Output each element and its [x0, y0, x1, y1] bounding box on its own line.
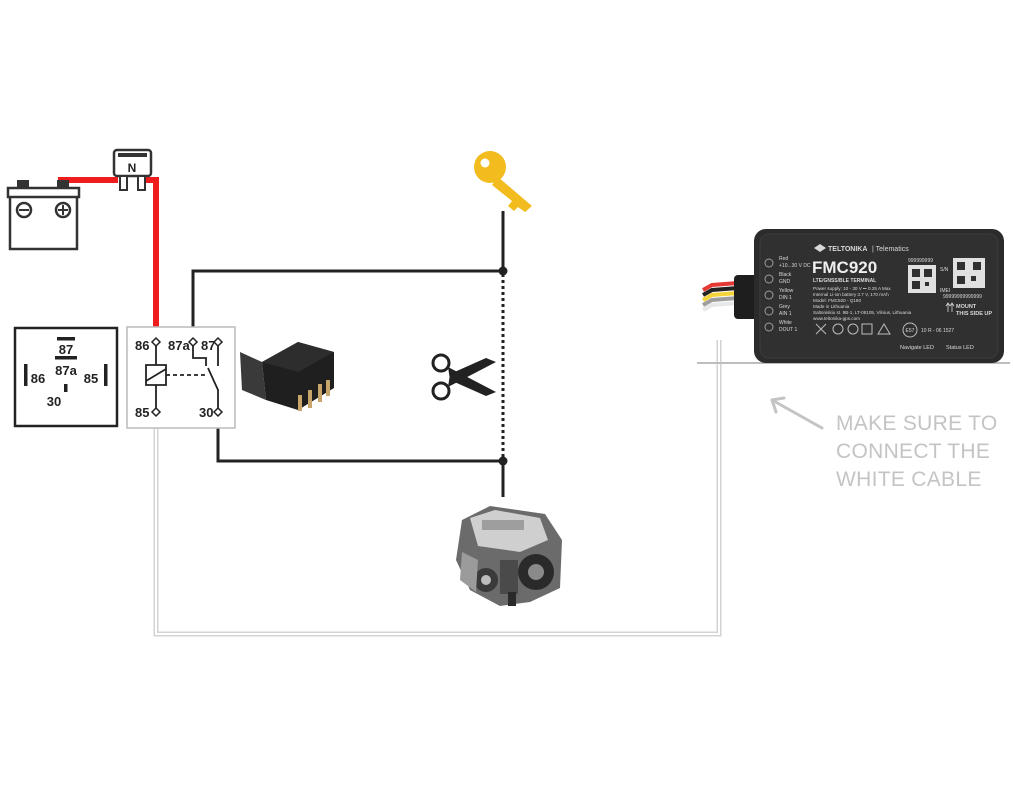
device-spec-2: Model: FMC920 - Q180	[813, 298, 861, 303]
relay-pin-86: 86	[135, 338, 149, 353]
up-arrows-icon	[945, 302, 955, 312]
battery-icon	[6, 180, 81, 251]
status-led-label: Status LED	[946, 345, 974, 351]
arrow-icon	[770, 396, 824, 430]
wire-legend: Red +10...30 V DC Black GND Yellow DIN 1…	[764, 256, 811, 333]
device-brand-suffix: | Telematics	[872, 246, 909, 253]
note-line-2: CONNECT THE	[836, 440, 991, 463]
navigate-led-label: Navigate LED	[900, 345, 934, 351]
key-icon	[474, 151, 532, 212]
device-spec-5: www.teltonika-gps.com	[813, 316, 860, 321]
pinout-87: 87	[59, 342, 73, 357]
teltonika-logo-icon	[814, 244, 826, 252]
pinout-86: 86	[31, 371, 45, 386]
device-spec-0: Power supply: 10 - 30 V ⎓ 0.25 A Max	[813, 286, 891, 291]
wire-4-color: White	[779, 320, 792, 326]
device-model: FMC920	[812, 258, 877, 277]
serial-bottom: 99999999999999	[943, 294, 982, 300]
wire-1-desc: GND	[779, 279, 791, 285]
sn-label: S/N	[940, 267, 949, 273]
pinout-30: 30	[47, 394, 61, 409]
wire-3-desc: AIN 1	[779, 311, 792, 317]
white-cable-note: MAKE SURE TO CONNECT THE WHITE CABLE	[836, 410, 1011, 494]
device-subtitle: LTE/GNSS/BLE TERMINAL	[813, 278, 876, 284]
note-line-1: MAKE SURE TO	[836, 412, 998, 435]
relay-pinout: 87 87a 86 85 30	[13, 326, 119, 428]
relay-pin-30: 30	[199, 405, 213, 420]
fuse-icon: N	[112, 148, 153, 191]
wire-1-color: Black	[779, 272, 792, 278]
device-spec-4: Saltoniskiu st. 9B-1, LT-08105, Vilnius,…	[813, 310, 912, 315]
pinout-85: 85	[84, 371, 98, 386]
mount-line-1: MOUNT	[956, 304, 977, 310]
device-spec-3: Made in Lithuania	[813, 304, 850, 309]
wire-2-desc: DIN 1	[779, 295, 792, 301]
wire-0-color: Red	[779, 256, 788, 262]
engine-icon	[456, 506, 562, 606]
relay-pin-85: 85	[135, 405, 149, 420]
imei-label: IMEI	[940, 288, 950, 294]
device-brand: TELTONIKA	[828, 246, 867, 253]
scissors-icon	[431, 353, 496, 401]
wire-4-desc: DOUT 1	[779, 327, 797, 333]
fmc920-device: Red +10...30 V DC Black GND Yellow DIN 1…	[697, 229, 1010, 364]
fuse-label: N	[128, 161, 137, 175]
relay-pin-87a: 87a	[168, 338, 190, 353]
relay-pin-87: 87	[201, 338, 215, 353]
ignition-wires	[191, 211, 505, 497]
serial-top: 999999999	[908, 258, 933, 264]
cert-label: E57	[906, 328, 915, 334]
relay-schematic: 86 87a 87 85 30	[126, 326, 236, 429]
relay-photo-icon	[240, 342, 334, 411]
wire-0-desc: +10...30 V DC	[779, 263, 811, 269]
device-spec-1: Internal Li-ion battery 3.7 V, 170 mAh	[813, 292, 889, 297]
note-line-3: WHITE CABLE	[836, 468, 982, 491]
pinout-87a: 87a	[55, 363, 77, 378]
cert-marks	[815, 323, 891, 335]
cert-code: 10 R - 06 1527	[921, 328, 954, 334]
e-mark-icon	[902, 322, 918, 338]
device-wires	[702, 281, 739, 312]
wire-3-color: Grey	[779, 304, 790, 310]
mount-line-2: THIS SIDE UP	[956, 311, 992, 317]
wire-2-color: Yellow	[779, 288, 794, 294]
